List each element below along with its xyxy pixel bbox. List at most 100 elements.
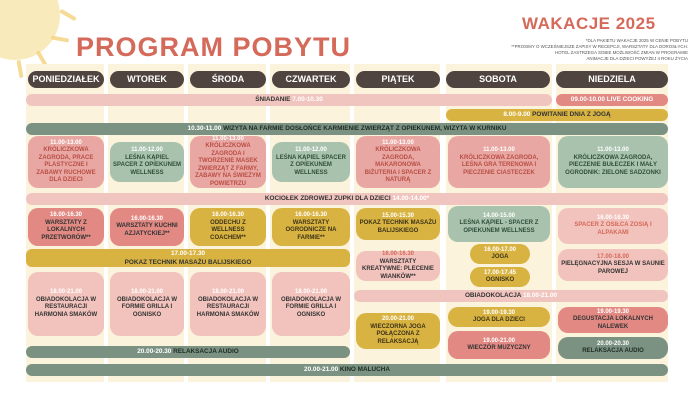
activity-time: 11.00-12.00 [295,147,327,153]
day-header-thursday: CZWARTEK [272,71,350,88]
activity-cell: 19.00-19.30 DEGUSTACJA LOKALNYCH NALEWEK [558,307,668,333]
activity-cell: 19.00-19.30 JOGA DLA DZIECI [448,307,550,327]
note-line: HOTEL ZASTRZEGA SOBIE MOŻLIWOŚĆ ZMIAN W … [554,50,688,55]
soup-label: KOCIOŁEK ZDROWEJ ZUPKI DLA DZIECI [264,195,391,202]
farm-time: 10.30-11.00 [187,125,222,132]
activity-time: 17.00-18.00 [596,253,630,260]
activity-time: 18.00-21.00 [211,289,245,295]
activity-time: 16.00-16.30 [294,212,328,218]
relax-label: RELAKSACJA AUDIO [173,348,239,355]
farm-label: WIZYTA NA FARMIE DOSŁOŃCE KARMIENIE ZWIE… [223,125,507,132]
activity-text: KRÓLICZKOWA ZAGRODA I TWORZENIE MASEK ZW… [195,143,261,187]
supper-label: OBIADOKOLACJA [464,292,522,299]
note-line: ANIMACJE DLA DZIECI POWYŻEJ 4 ROKU ŻYCIA [586,56,689,61]
activity-cell: 18.00-21.00 OBIADOKOLACJA W RESTAURACJI … [190,272,266,336]
activity-text: PIELĘGNACYJNA SESJA W SAUNIE PAROWEJ [561,261,665,275]
activity-text: OBIADOKOLACJA W FORMIE GRILLA I OGNISKO [116,296,178,318]
activity-time: 16.00-16.30 [49,212,83,218]
activity-time: 19.00-19.30 [482,309,516,316]
activity-cell: 20.00-20.30 RELAKSACJA AUDIO [558,337,668,359]
activity-cell: 18.00-21.00 OBIADOKOLACJA W RESTAURACJI … [28,272,104,336]
activity-cell: 18.00-21.00 OBIADOKOLACJA W FORMIE GRILL… [272,272,350,336]
note-line: *DLA PAKIETU WAKACJE 2025 W CENIE POBYTU [585,38,688,43]
relax-bar: 20.00-20.30 RELAKSACJA AUDIO [26,346,350,358]
activity-cell: 11.00-13.00 KRÓLICZKOWA ZAGRODA I TWORZE… [190,136,266,188]
day-header-sunday: NIEDZIELA [556,71,668,88]
activity-text: JOGA [491,254,509,260]
activity-text: OBIADOKOLACJA W FORMIE GRILLA I OGNISKO [280,296,342,318]
activity-cell: 11.00-13.00 KRÓLICZKOWA ZAGRODA, PIECZEN… [558,136,668,188]
activity-time: 19.00-21.00 [482,337,516,344]
activity-text: LEŚNA KĄPIEL - SPACER Z OPIEKUNEM WELLNE… [459,220,539,234]
sun-ray-icon [16,59,24,79]
activity-time: 17.00-17.45 [483,269,517,276]
activity-text: POKAZ TECHNIK MASAŻU BALIJSKIEGO [359,220,437,234]
activity-time: 18.00-21.00 [294,289,328,295]
activity-cell: 19.00-21.00 WIECZÓR MUZYCZNY [448,331,550,359]
activity-cell: 16.00-16.30 ODDECHU Z WELLNESS COACHEM** [190,208,266,246]
activity-text: WIECZÓR MUZYCZNY [467,345,531,351]
activity-time: 11.00-13.00 [212,135,244,142]
activity-time: 11.00-13.00 [50,139,82,146]
activity-cell: 17.00-18.00 PIELĘGNACYJNA SESJA W SAUNIE… [558,249,668,281]
activity-text: OBIADOKOLACJA W RESTAURACJI HARMONIA SMA… [196,296,260,318]
activity-text: SPACER Z OSIŁCA ZOSIĄ I ALPAKAMI [574,222,652,236]
activity-time: 11.00-13.00 [382,139,414,146]
activity-cell: 11.00-12.00 LEŚNA KĄPIEL SPACER Z OPIEKU… [272,142,350,182]
season-title: WAKACJE 2025 [522,14,656,33]
activity-time: 11.00-13.00 [483,147,515,153]
activity-cell: 16.00-16.30 WARSZTATY KUCHNI AZJATYCKIEJ… [110,208,184,246]
activity-text: WARSZTATY Z LOKALNYCH PRZETWORÓW** [41,219,91,241]
activity-text: KRÓLICZKOWA ZAGRODA, PRACE PLASTYCZNE I … [36,147,96,183]
activity-cell: 16.00-17.00 JOGA [470,244,530,264]
activity-time: 18.00-21.00 [49,289,83,295]
breakfast-bar: ŚNIADANIE 7.00-10.30 [26,94,552,106]
activity-cell: 15.00-15.30 POKAZ TECHNIK MASAŻU BALIJSK… [356,208,440,240]
activity-text: KRÓLICZKOWA ZAGRODA, LEŚNA GRA TERENOWA … [459,154,539,176]
activity-time: 11.00-12.00 [131,147,163,153]
activity-cell: 16.00-16.30 WARSZTATY Z LOKALNYCH PRZETW… [28,208,104,246]
kino-time: 20.00-21.00 [304,366,339,373]
live-cooking-label: LIVE COOKING [606,96,654,103]
yoga-greeting-label: POWITANIE DNIA Z JOGĄ [532,111,611,118]
supper-time: 18.00-21.00 [522,292,558,299]
activity-time: 16.00-16.30 [130,215,164,222]
activity-time: 16.00-16.30 [381,251,415,257]
activity-text: LEŚNA KĄPIEL SPACER Z OPIEKUNEM WELLNESS [113,154,181,176]
sun-ray-icon [59,8,77,22]
soup-time: 14.00-14.00* [392,195,430,202]
activity-text: KRÓLICZKOWA ZAGRODA, MAKARONOWA BIŻUTERI… [364,147,432,183]
sun-decoration [0,0,60,60]
activity-time: 16.00-16.30 [211,212,245,218]
sun-ray-icon [50,35,70,43]
activity-cell: 14.00-15.00 LEŚNA KĄPIEL - SPACER Z OPIE… [448,206,550,242]
breakfast-label: ŚNIADANIE [255,96,291,103]
activity-text: WIECZORNA JOGA POŁĄCZONA Z RELAKSACJĄ [370,323,426,345]
activity-time: 18.00-21.00 [130,289,164,295]
yoga-greeting-time: 8.00-9.00 [503,111,531,118]
day-header-wednesday: ŚRODA [190,71,266,88]
activity-text: OGNISKO [485,277,515,283]
activity-cell: 11.00-13.00 KRÓLICZKOWA ZAGRODA, MAKARON… [356,136,440,188]
activity-text: ODDECHU Z WELLNESS COACHEM** [210,219,246,241]
supper-bar: OBIADOKOLACJA 18.00-21.00 [354,290,668,302]
activity-cell: 16.00-16.30 WARSZTATY KREATYWNE: PLECENI… [356,251,440,281]
page-title: PROGRAM POBYTU [76,32,352,62]
activity-text: RELAKSACJA AUDIO [582,348,644,354]
activity-cell: 16.00-16.30 WARSZTATY OGRODNICZE NA FARM… [272,208,350,246]
activity-cell: 20.00-21.00 WIECZORNA JOGA POŁĄCZONA Z R… [356,313,440,349]
activity-time: 20.00-20.30 [596,340,630,347]
yoga-greeting-bar: 8.00-9.00 POWITANIE DNIA Z JOGĄ [446,109,668,121]
activity-time: 15.00-15.30 [381,212,415,219]
activity-text: OBIADOKOLACJA W RESTAURACJI HARMONIA SMA… [34,296,98,318]
day-header-monday: PONIEDZIAŁEK [28,71,104,88]
live-cooking-bar: 09.00-10.00 LIVE COOKING [556,94,668,106]
activity-cell: 11.00-13.00 KRÓLICZKOWA ZAGRODA, LEŚNA G… [448,136,550,188]
notes: *DLA PAKIETU WAKACJE 2025 W CENIE POBYTU… [468,38,688,62]
activity-time: 16.00-17.00 [483,246,517,253]
massage-label: POKAZ TECHNIK MASAŻU BALIJSKIEGO [124,259,252,266]
activity-cell: 16.00-16.30 SPACER Z OSIŁCA ZOSIĄ I ALPA… [558,208,668,244]
activity-time: 19.00-19.30 [596,308,630,315]
farm-bar: 10.30-11.00 WIZYTA NA FARMIE DOSŁOŃCE KA… [26,123,668,135]
soup-bar: KOCIOŁEK ZDROWEJ ZUPKI DLA DZIECI 14.00-… [26,193,668,205]
